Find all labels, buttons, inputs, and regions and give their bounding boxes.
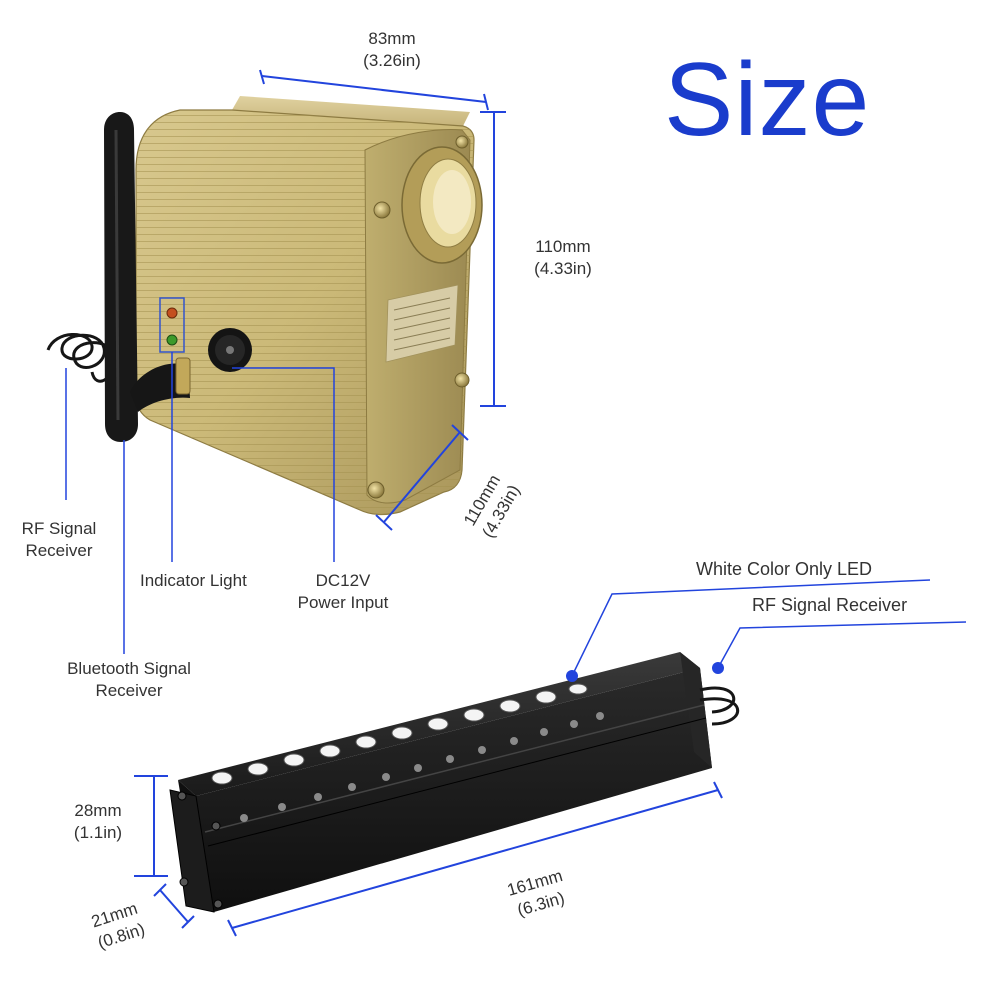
- dimension-lines: [134, 69, 723, 937]
- white-color-only-led-label: White Color Only LED: [696, 559, 873, 579]
- rf-signal-receiver-line1: RF Signal: [21, 519, 97, 538]
- dc12v-line1: DC12V: [315, 571, 371, 590]
- callout-leaders: [65, 352, 967, 677]
- bluetooth-line1: Bluetooth Signal: [67, 659, 191, 678]
- bar-end-cap: [169, 789, 215, 913]
- leader-bar-rf-signal-receiver: [717, 621, 967, 669]
- bluetooth-signal-receiver-label: Bluetooth Signal Receiver: [42, 658, 216, 702]
- bar-right-end: [680, 652, 712, 768]
- bluetooth-line2: Receiver: [95, 681, 163, 700]
- screw: [367, 481, 385, 499]
- screw: [455, 135, 469, 149]
- bar-rf-signal-receiver-label: RF Signal Receiver: [752, 595, 908, 615]
- box-spec-label-lines: [393, 297, 451, 351]
- fiber-port: [401, 146, 483, 264]
- bar-front-face: [196, 668, 712, 912]
- fiber-light-engine-box: [46, 96, 483, 516]
- page-title: Size: [664, 42, 871, 158]
- box-height-mm: 110mm: [535, 237, 591, 256]
- dc12v-power-input-label: DC12V Power Input: [280, 570, 406, 614]
- bar-height-label: 28mm (1.1in): [58, 800, 138, 844]
- rf-signal-receiver-label: RF Signal Receiver: [10, 518, 108, 562]
- dc-power-jack: [208, 328, 252, 372]
- led-illuminator-bar: [169, 652, 740, 913]
- leader-white-color-only-led: [571, 579, 931, 677]
- leader-dc12v-power-input: [232, 367, 335, 562]
- rf-antenna: [104, 112, 191, 442]
- box-width-label: 83mm (3.26in): [340, 28, 444, 72]
- screw: [454, 372, 470, 388]
- bar-height-mm: 28mm: [74, 801, 122, 820]
- bar-fiber-holes: [211, 683, 588, 785]
- indicator-light-green-icon: [166, 334, 178, 346]
- screw: [373, 201, 391, 219]
- box-height-in: (4.33in): [534, 259, 592, 278]
- callout-dot-rf: [712, 662, 724, 674]
- dc12v-line2: Power Input: [297, 593, 389, 612]
- box-width-mm: 83mm: [368, 29, 416, 48]
- bar-height-in: (1.1in): [73, 823, 123, 842]
- bar-wire: [699, 686, 740, 726]
- indicator-light-red-icon: [166, 307, 178, 319]
- indicator-light-label: Indicator Light: [140, 571, 247, 590]
- dim-line-bar-depth: [159, 889, 189, 923]
- box-height-label: 110mm (4.33in): [518, 236, 608, 280]
- bar-screw-holes: [240, 712, 604, 822]
- dim-line-bar-length: [231, 789, 719, 929]
- dim-line-box-depth: [383, 431, 461, 523]
- box-top-face: [232, 96, 470, 126]
- coiled-wire: [46, 333, 116, 383]
- box-width-in: (3.26in): [363, 51, 421, 70]
- dim-line-box-width: [261, 75, 487, 103]
- rf-signal-receiver-line2: Receiver: [25, 541, 93, 560]
- bar-end-screws: [177, 791, 223, 909]
- callout-dot-led: [566, 670, 578, 682]
